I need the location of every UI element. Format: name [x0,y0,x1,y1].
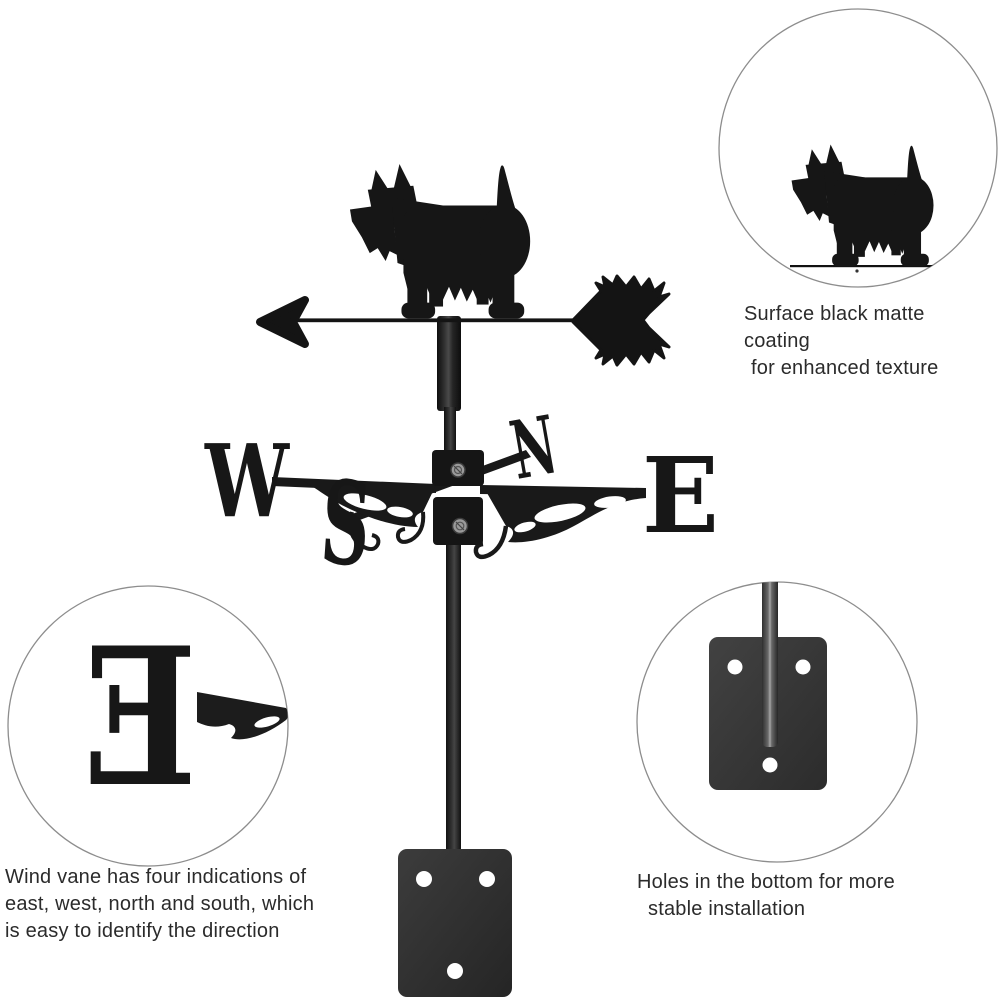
direction-letter-west: W [204,422,290,540]
pole-upper-tube [437,316,461,411]
arrow-head [256,296,309,348]
caption-line: Holes in the bottom for more [637,871,895,893]
ground-line [790,265,934,268]
caption-line: Wind vane has four indications of [5,866,307,888]
plate-hole-right-detail [795,659,811,675]
arrow-shaft [288,318,576,323]
base-plate-hole-right [479,871,495,887]
caption-line: east, west, north and south, which [5,893,315,915]
callout-mounting-circle [636,581,918,863]
plate-hole-bottom-detail [762,757,778,773]
callout-coating-circle [718,8,998,288]
rod-detail [762,582,778,747]
direction-letter-east: E [642,434,719,557]
scrollwork-right [473,486,646,560]
direction-letter-north: N [504,397,564,498]
caption-line: for enhanced texture [751,357,939,379]
base-plate [398,849,512,997]
callout-direction-circle: E [7,585,289,867]
direction-cross: W E N S [204,397,719,593]
base-plate-hole-bottom [447,963,463,979]
arrow-fletching [571,274,671,367]
pole-upper-rod [444,407,456,455]
vane-arm-detail [197,692,288,740]
weathervane: W E N S [204,163,719,997]
caption-line: is easy to identify the direction [5,920,280,942]
pole [437,316,461,851]
callout-circle-outline [7,585,289,867]
base-plate-hole-left [416,871,432,887]
arrow-assembly [256,163,671,367]
hub-screw-bottom [451,517,469,535]
caption-line: Surface black matte coating [744,303,925,352]
caption-directions: Wind vane has four indications of east, … [5,864,335,945]
hub [432,450,484,545]
plate-hole-left-detail [727,659,743,675]
dog-silhouette [349,163,531,319]
caption-mounting: Holes in the bottom for more stable inst… [637,869,927,923]
caption-line: stable installation [648,898,806,920]
scrollwork-left [300,479,436,551]
direction-letter-south: S [317,456,374,594]
pole-lower-rod [446,543,461,851]
hub-screw-top [450,462,466,478]
direction-letter-east-detail: E [83,606,197,829]
caption-coating: Surface black matte coating for enhanced… [744,301,996,382]
